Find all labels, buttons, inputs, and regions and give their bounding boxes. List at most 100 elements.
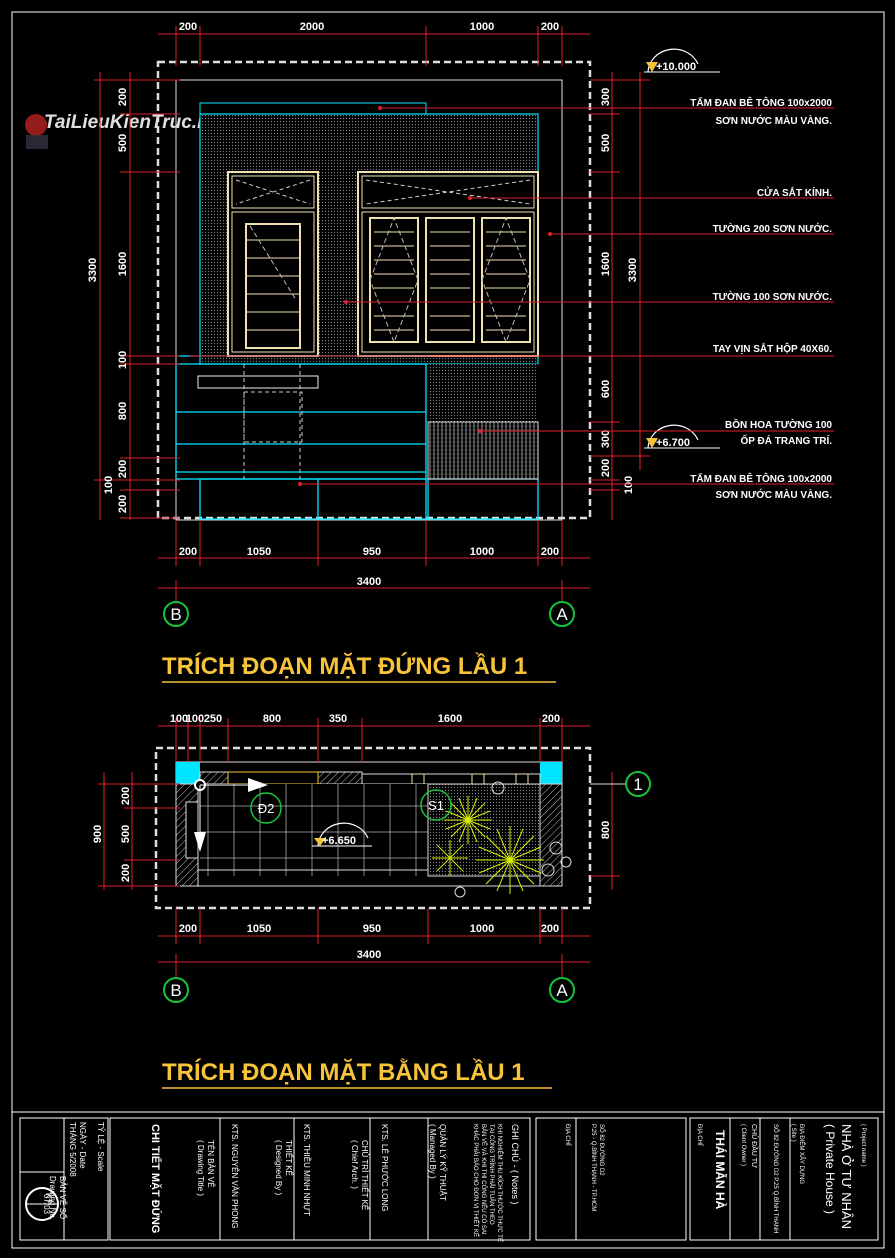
svg-text:GHI CHÚ - ( Notes ): GHI CHÚ - ( Notes ) <box>510 1124 520 1205</box>
svg-text:TỶ LỆ - Scale: TỶ LỆ - Scale <box>96 1122 105 1172</box>
svg-text:KTS. LÊ PHƯỚC LONG: KTS. LÊ PHƯỚC LONG <box>380 1124 389 1212</box>
svg-text:QUẢN LÝ KỸ THUẬT: QUẢN LÝ KỸ THUẬT <box>438 1124 447 1201</box>
flower-box-plan <box>427 783 541 877</box>
dim-text: 200 <box>179 21 197 33</box>
svg-text:BẢN VẼ SỐ: BẢN VẼ SỐ <box>58 1176 68 1219</box>
elevation-title: TRÍCH ĐOẠN MẶT ĐỨNG LẦU 1 <box>162 652 527 680</box>
note-text: TAY VỊN SẮT HỘP 40X60. <box>713 342 832 355</box>
svg-text:1600: 1600 <box>438 713 462 725</box>
svg-text:1000: 1000 <box>470 923 494 935</box>
left-dims: 200 500 1600 100 800 200 100 200 3300 <box>87 88 129 513</box>
dim-text: 1050 <box>247 546 271 558</box>
left-door <box>227 171 319 357</box>
svg-text:B: B <box>170 981 181 1000</box>
grid-bubble-b-plan: B <box>163 977 189 1003</box>
plan-title: TRÍCH ĐOẠN MẶT BẰNG LẦU 1 <box>162 1058 525 1086</box>
tag-d2: Đ2 <box>250 792 282 824</box>
svg-text:BẢN VẼ VÀ KHI THI CÔNG NẾU CÓ: BẢN VẼ VÀ KHI THI CÔNG NẾU CÓ SAI <box>480 1124 487 1235</box>
grid-bubble-b-elev: B <box>163 601 189 627</box>
dim-text: 200 <box>541 546 559 558</box>
note-text: ỐP ĐÁ TRANG TRÍ. <box>741 433 833 447</box>
svg-text:3400: 3400 <box>357 949 381 961</box>
svg-text:500: 500 <box>120 825 132 843</box>
svg-text:( Managed By ): ( Managed By ) <box>428 1124 437 1179</box>
svg-text:200: 200 <box>117 88 129 106</box>
svg-text:S1: S1 <box>428 798 444 813</box>
svg-text:KTS. NGUYỄN VĂN PHONG: KTS. NGUYỄN VĂN PHONG <box>230 1124 239 1228</box>
plan-top-dims: 100 100 250 800 350 1600 200 <box>170 713 560 725</box>
svg-text:600: 600 <box>600 380 612 398</box>
svg-text:TaiLieuKienTruc.Net: TaiLieuKienTruc.Net <box>44 112 228 133</box>
svg-text:CHI TIẾT MẶT ĐỨNG: CHI TIẾT MẶT ĐỨNG <box>149 1124 162 1233</box>
svg-text:900: 900 <box>92 825 104 843</box>
svg-text:3300: 3300 <box>627 258 639 282</box>
svg-text:200: 200 <box>120 787 132 805</box>
svg-text:+6.700: +6.700 <box>656 437 690 449</box>
svg-text:THIẾT KẾ: THIẾT KẾ <box>284 1140 294 1176</box>
svg-text:Đ2: Đ2 <box>258 801 275 816</box>
svg-text:( Chief Arch. ): ( Chief Arch. ) <box>350 1140 359 1189</box>
column <box>176 762 200 784</box>
svg-text:THÁI MẪN HÀ: THÁI MẪN HÀ <box>713 1130 728 1210</box>
dim-text: 200 <box>179 546 197 558</box>
grid-bubble-a-plan: A <box>549 977 575 1003</box>
elevation-dimension-lines <box>94 26 650 604</box>
svg-text:+6.650: +6.650 <box>322 835 356 847</box>
svg-text:200: 200 <box>117 495 129 513</box>
note-text: BỒN HOA TƯỜNG 100 <box>725 418 832 431</box>
plan-drawing: Đ2 S1 +6.650 100 <box>92 713 651 1089</box>
svg-text:CHỦ ĐẦU TƯ: CHỦ ĐẦU TƯ <box>750 1124 760 1168</box>
svg-text:P.25 - Q.BÌNH THẠNH - TP.HCM: P.25 - Q.BÌNH THẠNH - TP.HCM <box>590 1124 597 1211</box>
svg-text:SỐ 82 ĐƯỜNG D2: SỐ 82 ĐƯỜNG D2 <box>598 1124 605 1176</box>
svg-text:ĐỊA CHỈ: ĐỊA CHỈ <box>564 1124 571 1146</box>
note-text: SƠN NƯỚC MÀU VÀNG. <box>716 114 833 127</box>
dim-text: 950 <box>363 546 381 558</box>
svg-text:KT: KT <box>44 1193 53 1203</box>
plant-symbol <box>432 796 544 894</box>
sheet-number-badge: KT 07/03 <box>25 1187 59 1221</box>
elevation-notes: TẤM ĐAN BÊ TÔNG 100x2000 SƠN NƯỚC MÀU VÀ… <box>690 96 832 501</box>
svg-text:TÊN BẢN VẼ: TÊN BẢN VẼ <box>206 1140 215 1188</box>
note-text: TẤM ĐAN BÊ TÔNG 100x2000 <box>690 96 832 109</box>
svg-text:A: A <box>556 981 568 1000</box>
svg-text:A: A <box>556 605 568 624</box>
floor-tiles <box>200 784 428 876</box>
level-marker-plan: +6.650 <box>312 822 372 847</box>
balcony-railing <box>175 355 539 520</box>
svg-text:500: 500 <box>600 134 612 152</box>
dim-text: 200 <box>541 21 559 33</box>
svg-text:3300: 3300 <box>87 258 99 282</box>
svg-text:( Private House ): ( Private House ) <box>823 1124 837 1214</box>
svg-text:1600: 1600 <box>600 252 612 276</box>
total-dim-text: 3400 <box>357 576 381 588</box>
svg-text:Drawing No.: Drawing No. <box>48 1176 57 1220</box>
svg-text:100: 100 <box>623 476 635 494</box>
svg-text:300: 300 <box>600 88 612 106</box>
svg-text:200: 200 <box>117 460 129 478</box>
svg-text:NHÀ Ở TƯ NHÂN: NHÀ Ở TƯ NHÂN <box>839 1124 854 1229</box>
dim-text: 1000 <box>470 546 494 558</box>
level-marker-mid: +6.700 <box>644 424 720 449</box>
svg-text:KHI NGHIỆM THU KÍCH THƯỚC THỰC: KHI NGHIỆM THU KÍCH THƯỚC THỰC TẾ <box>496 1124 504 1242</box>
svg-text:1600: 1600 <box>117 252 129 276</box>
sheet-border <box>11 11 885 1249</box>
svg-text:1050: 1050 <box>247 923 271 935</box>
svg-text:100: 100 <box>103 476 115 494</box>
plan-side-dims: 200 500 200 900 800 <box>92 787 612 882</box>
svg-text:( Designed By ): ( Designed By ) <box>274 1140 283 1195</box>
svg-text:100: 100 <box>117 351 129 369</box>
level-marker-top: +10.000 <box>644 48 720 73</box>
note-text: CỬA SẮT KÍNH. <box>757 186 832 199</box>
note-text: SƠN NƯỚC MÀU VÀNG. <box>716 488 833 501</box>
elevation-drawing: 200 2000 1000 200 200 1050 950 1000 200 … <box>87 21 834 683</box>
svg-text:ĐỊA ĐIỂM XÂY DỰNG: ĐỊA ĐIỂM XÂY DỰNG <box>798 1124 805 1184</box>
svg-text:800: 800 <box>600 821 612 839</box>
note-text: TƯỜNG 200 SƠN NƯỚC. <box>713 222 833 235</box>
elevation-boundary <box>156 60 592 520</box>
svg-text:NGÀY - Date: NGÀY - Date <box>78 1122 87 1169</box>
stair-arrow <box>194 778 268 852</box>
svg-text:SỐ 82 ĐƯỜNG D2 P.25 Q.BÌNH THẠ: SỐ 82 ĐƯỜNG D2 P.25 Q.BÌNH THẠNH <box>772 1124 779 1233</box>
right-window <box>357 171 539 357</box>
svg-text:100: 100 <box>186 713 204 725</box>
svg-text:+10.000: +10.000 <box>656 61 696 73</box>
